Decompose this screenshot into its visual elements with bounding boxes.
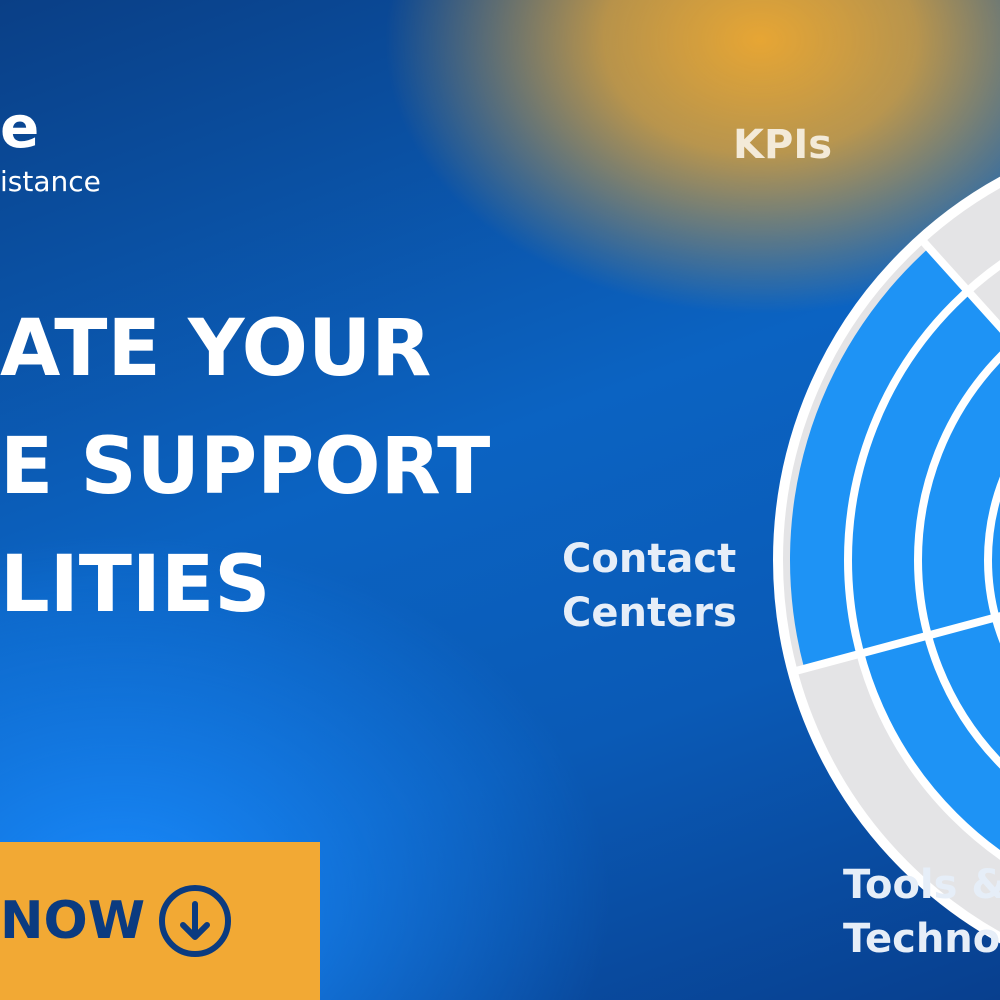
wheel-label-tools-line-1: Tools &: [843, 862, 1000, 908]
headline: ATE YOUR E SUPPORT LITIES: [0, 290, 490, 644]
headline-line-3: LITIES: [0, 540, 271, 630]
wheel-segment-contact-centers[interactable]: [790, 247, 1000, 669]
wheel-label-contact-line-1: Contact: [562, 536, 737, 582]
wheel-spoke-2: [917, 236, 1000, 333]
cta-button[interactable]: NOW: [0, 842, 320, 1000]
wheel-label-tools-line-2: Techno: [843, 916, 1000, 962]
wheel-label-tools: Tools & Techno: [843, 858, 1000, 966]
headline-line-2: E SUPPORT: [0, 422, 491, 512]
cta-label: NOW: [0, 891, 146, 951]
wheel-label-kpis: KPIs: [733, 122, 833, 168]
wheel-ring-4: [984, 476, 1000, 644]
wheel-ring-2: [844, 260, 1000, 860]
brand-logo-name: e: [0, 93, 40, 161]
wheel-ring-3: [914, 351, 1000, 769]
headline-line-1: ATE YOUR: [0, 304, 432, 394]
wheel-label-contact-centers: Contact Centers: [562, 532, 737, 640]
wheel-label-contact-line-2: Centers: [562, 590, 737, 636]
wheel-spoke-1: [791, 612, 1000, 676]
brand-logo-tagline: istance: [0, 165, 101, 198]
arrow-down-circle-icon: [159, 885, 231, 957]
wheel-segment-tools-technology[interactable]: [862, 581, 1000, 878]
wheel-ring-1: [773, 176, 1000, 944]
